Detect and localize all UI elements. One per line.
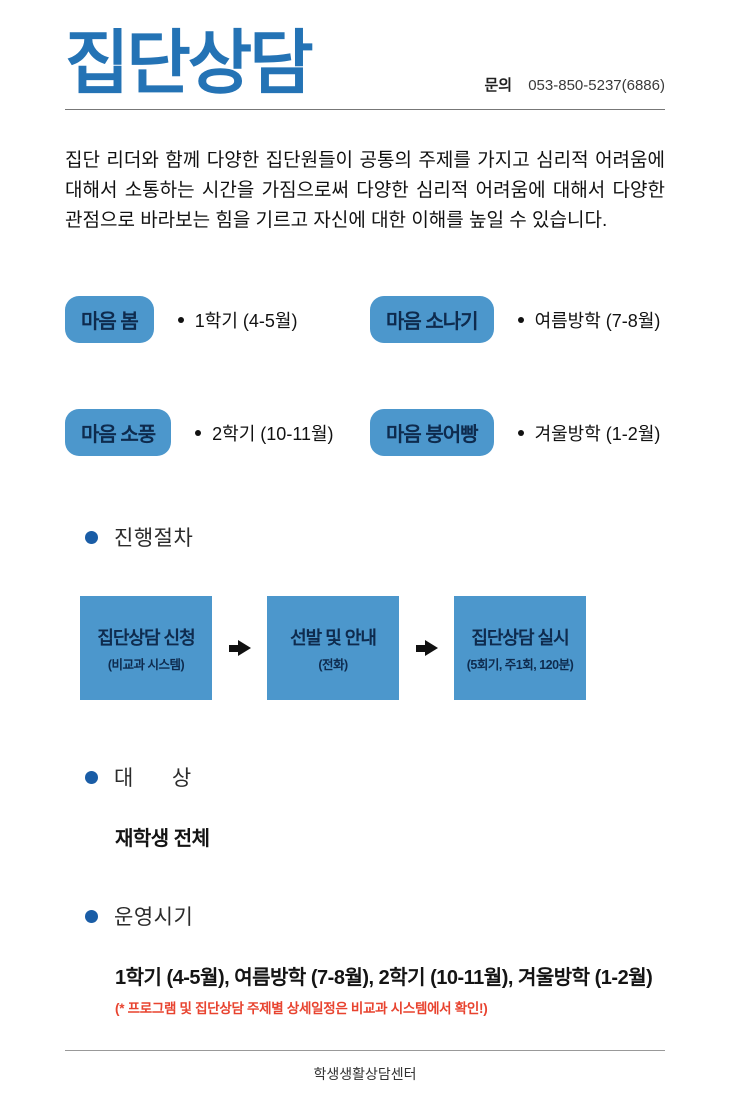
program-period: 여름방학 (7-8월) <box>534 310 661 331</box>
program-period: 겨울방학 (1-2월) <box>534 423 661 444</box>
process-step-title: 집단상담 실시 <box>471 627 569 648</box>
program-badge: 마음 봄 <box>65 296 154 344</box>
process-flow: 집단상담 신청 (비교과 시스템) 선발 및 안내 (전화) 집단상담 실시 (… <box>80 596 665 701</box>
program-badge: 마음 소풍 <box>65 409 172 457</box>
process-step: 선발 및 안내 (전화) <box>267 596 399 701</box>
bullet-icon <box>517 316 524 323</box>
program-badge: 마음 붕어빵 <box>370 409 494 457</box>
bullet-icon <box>195 429 202 436</box>
process-step-sub: (비교과 시스템) <box>107 657 185 672</box>
page-title: 집단상담 <box>65 24 314 102</box>
program-item: 마음 소나기 여름방학 (7-8월) <box>370 296 665 344</box>
process-step-title: 집단상담 신청 <box>97 627 195 648</box>
program-item: 마음 붕어빵 겨울방학 (1-2월) <box>370 409 665 457</box>
process-step-sub: (5회기, 주1회, 120분) <box>466 657 574 672</box>
section-process-heading: 진행절차 <box>85 522 665 552</box>
program-period: 2학기 (10-11월) <box>212 423 334 444</box>
section-heading-label: 대 상 <box>114 767 192 791</box>
section-bullet-icon <box>85 909 98 923</box>
target-value: 재학생 전체 <box>115 828 210 851</box>
process-step-sub: (전화) <box>318 657 348 672</box>
program-period: 1학기 (4-5월) <box>194 310 298 331</box>
footer-org-name: 학생생활상담센터 <box>313 1066 417 1082</box>
footer: 학생생활상담센터 <box>65 1050 665 1100</box>
process-step: 집단상담 실시 (5회기, 주1회, 120분) <box>454 596 586 701</box>
contact-info: 문의 053-850-5237(6886) <box>484 74 665 99</box>
intro-paragraph: 집단 리더와 함께 다양한 집단원들이 공통의 주제를 가지고 심리적 어려움에… <box>65 150 665 232</box>
section-heading-label: 운영시기 <box>114 906 194 930</box>
section-schedule-heading: 운영시기 <box>85 901 665 931</box>
arrow-right-icon <box>229 640 251 657</box>
header-divider <box>65 109 665 111</box>
arrow-right-icon <box>416 640 438 657</box>
bullet-icon <box>517 429 524 436</box>
footer-divider <box>65 1050 665 1051</box>
section-bullet-icon <box>85 530 98 544</box>
program-item: 마음 봄 1학기 (4-5월) <box>65 296 370 344</box>
section-target-heading: 대 상 <box>85 762 665 792</box>
program-badge: 마음 소나기 <box>370 296 494 344</box>
bullet-icon <box>177 316 184 323</box>
program-item: 마음 소풍 2학기 (10-11월) <box>65 409 370 457</box>
contact-label: 문의 <box>484 77 513 95</box>
header: 집단상담 문의 053-850-5237(6886) <box>65 24 665 102</box>
process-step-title: 선발 및 안내 <box>290 627 377 648</box>
section-heading-label: 진행절차 <box>114 527 194 551</box>
section-bullet-icon <box>85 770 98 784</box>
schedule-value: 1학기 (4-5월), 여름방학 (7-8월), 2학기 (10-11월), 겨… <box>115 967 653 990</box>
process-step: 집단상담 신청 (비교과 시스템) <box>80 596 212 701</box>
schedule-note: (* 프로그램 및 집단상담 주제별 상세일정은 비교과 시스템에서 확인!) <box>115 1001 488 1017</box>
program-grid: 마음 봄 1학기 (4-5월) 마음 소나기 여름방학 (7-8월) 마음 소풍… <box>65 296 665 457</box>
contact-phone: 053-850-5237(6886) <box>528 77 665 95</box>
